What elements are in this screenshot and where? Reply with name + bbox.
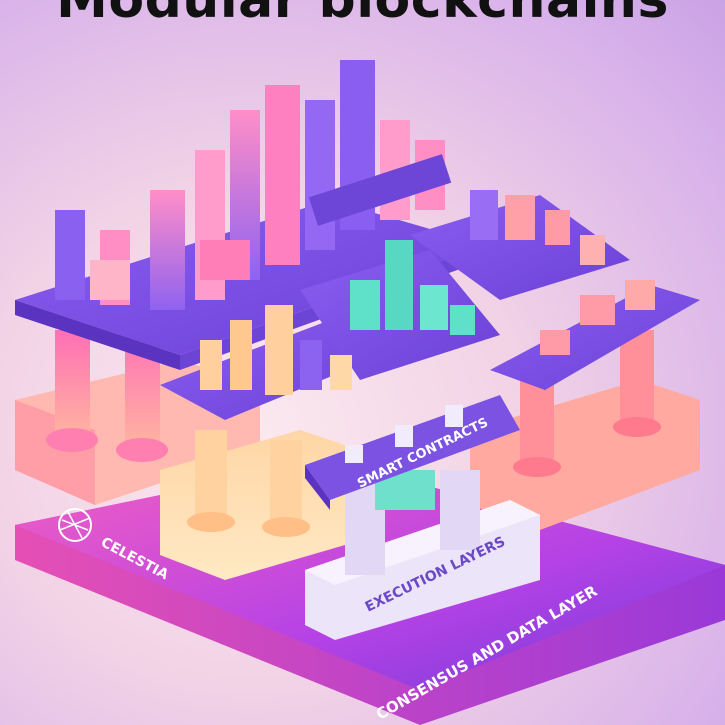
right-city-buildings <box>470 190 655 355</box>
page-title: Modular blockchains <box>56 0 669 30</box>
celestia-logo-icon <box>58 508 92 542</box>
teal-buildings <box>350 240 475 335</box>
middle-city-buildings <box>200 305 352 395</box>
smart-contracts-slab <box>305 395 520 510</box>
peach-pedestal <box>160 430 345 580</box>
right-platform <box>410 195 700 390</box>
left-city-buildings <box>55 60 452 310</box>
execution-layer-block <box>305 470 540 640</box>
